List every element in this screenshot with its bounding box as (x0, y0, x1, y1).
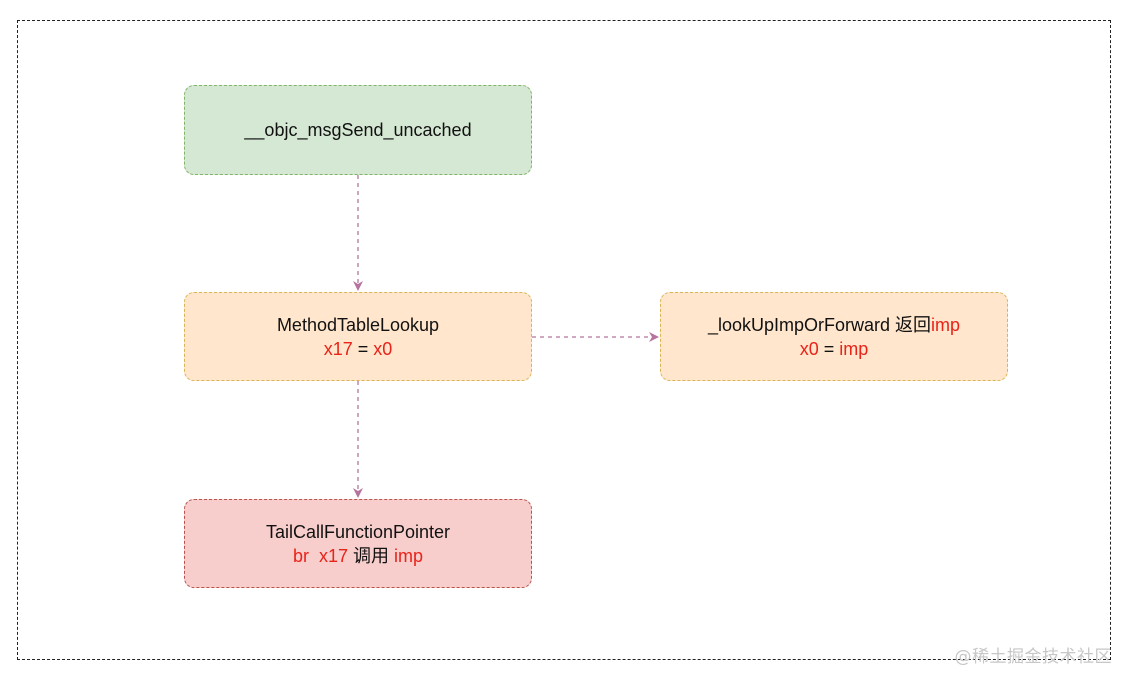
imp-value: imp (839, 338, 869, 359)
diagram-frame (17, 20, 1111, 660)
node-objc-msgsend-uncached: __objc_msgSend_uncached (184, 85, 532, 175)
watermark: @稀土掘金技术社区 (954, 647, 1112, 667)
node-title: TailCallFunctionPointer (265, 521, 451, 542)
register-x17: x17 (323, 338, 353, 359)
node-detail: br x17 调用 imp (293, 544, 423, 568)
register-x0: x0 (799, 338, 819, 359)
node-detail: x0 = imp (800, 337, 869, 361)
node-detail: x17 = x0 (324, 337, 393, 361)
return-imp: imp (931, 314, 961, 335)
imp-value: imp (394, 545, 424, 566)
assign-operator: = (352, 338, 374, 359)
node-method-table-lookup: MethodTableLookup x17 = x0 (184, 292, 532, 381)
node-tail-call-function-pointer: TailCallFunctionPointer br x17 调用 imp (184, 499, 532, 588)
assign-operator: = (818, 338, 840, 359)
function-name: _lookUpImpOrForward 返回 (707, 314, 932, 335)
br-instruction: br x17 (292, 545, 348, 566)
node-title: __objc_msgSend_uncached (244, 120, 472, 140)
node-title: _lookUpImpOrForward 返回imp (708, 313, 960, 337)
call-text: 调用 (348, 545, 395, 566)
node-lookup-imp-or-forward: _lookUpImpOrForward 返回imp x0 = imp (660, 292, 1008, 381)
node-title: MethodTableLookup (276, 314, 440, 335)
register-x0: x0 (373, 338, 393, 359)
